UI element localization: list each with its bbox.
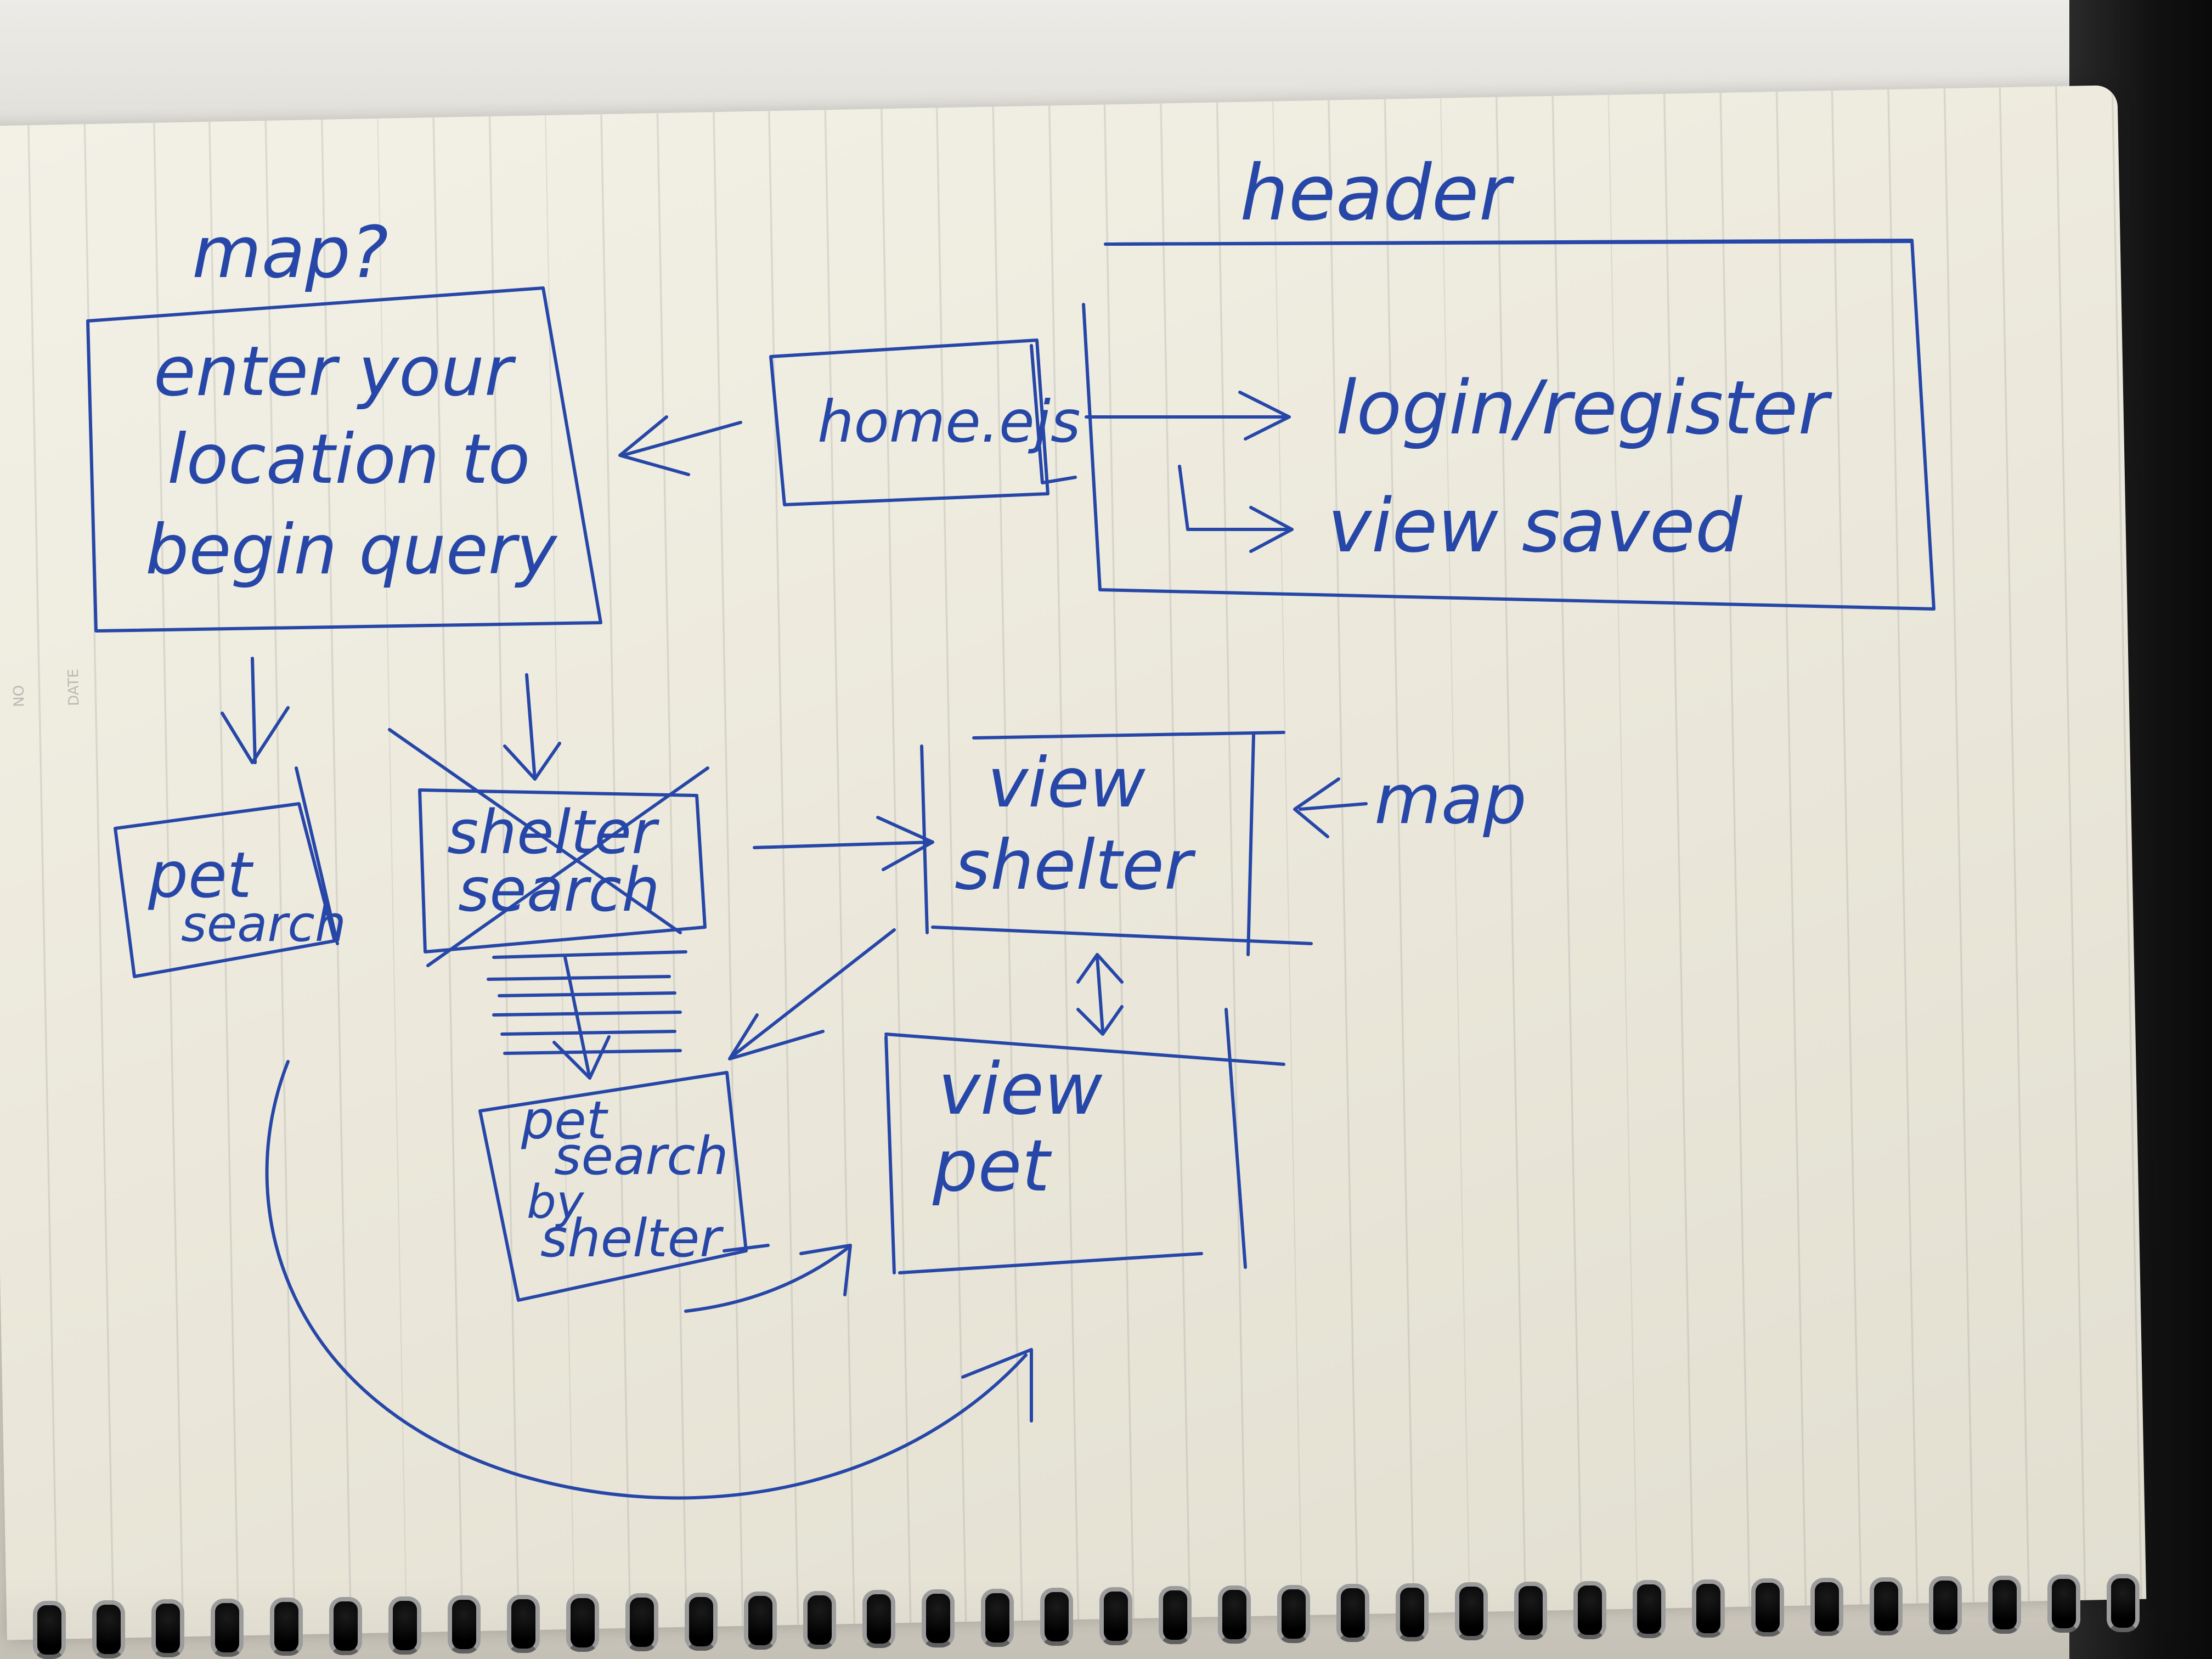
location-line-3: begin query (145, 510, 558, 590)
view-pet-line-2: pet (932, 1124, 1052, 1207)
home-ejs-box (769, 338, 1077, 506)
binding-coil (1159, 1586, 1192, 1645)
view-pet-line-1: view (938, 1047, 1103, 1131)
handwritten-labels: header map? enter your location to begin… (145, 149, 1832, 1269)
binding-coil (1692, 1579, 1725, 1638)
arrow-map-to-view-shelter (1293, 777, 1368, 838)
binding-coil (388, 1596, 421, 1655)
binding-coil (803, 1590, 836, 1649)
arrow-location-to-pet-search (221, 657, 290, 764)
arrow-home-to-location (618, 415, 742, 476)
binding-coil (1040, 1588, 1073, 1646)
binding-coil (744, 1592, 777, 1650)
shelter-search-box-crossed (388, 728, 709, 967)
arrow-location-to-shelter-search (503, 673, 561, 781)
pet-by-shelter-line-2: search (554, 1126, 729, 1187)
shelter-search-line-2: search (458, 855, 660, 925)
view-saved-label: view saved (1328, 483, 1743, 569)
pet-by-shelter-line-4: shelter (540, 1209, 724, 1269)
binding-coil (862, 1590, 895, 1649)
binding-coil (1810, 1578, 1843, 1636)
pet-by-shelter-line-3: by (527, 1175, 585, 1229)
binding-coil (1870, 1577, 1903, 1635)
binding-coil (448, 1595, 481, 1654)
location-line-1: enter your (154, 332, 516, 411)
arrow-home-to-login (1085, 391, 1291, 441)
view-pet-box (884, 1008, 1285, 1274)
binding-coil (1099, 1587, 1132, 1645)
arrow-shelter-pet-bidirectional (1076, 953, 1124, 1036)
binding-coil (1277, 1584, 1310, 1643)
pet-search-line-2: search (181, 895, 346, 953)
arrow-pet-search-to-view-pet (265, 1060, 1033, 1500)
shelter-search-line-1: shelter (447, 797, 659, 867)
view-shelter-line-2: shelter (955, 826, 1196, 905)
view-shelter-line-1: view (988, 743, 1146, 823)
binding-coil (2047, 1575, 2080, 1633)
arrow-home-to-view-saved (1178, 465, 1294, 553)
map-question-label: map? (192, 211, 388, 294)
pet-by-shelter-line-1: pet (521, 1091, 609, 1151)
arrow-pet-by-shelter-to-view-pet (684, 1244, 852, 1313)
spiral-binding (0, 1574, 2212, 1659)
binding-coil (981, 1588, 1014, 1647)
view-shelter-box (920, 731, 1313, 956)
binding-coil (1455, 1582, 1488, 1641)
home-ejs-label: home.ejs (817, 388, 1081, 455)
binding-coil (1751, 1578, 1784, 1637)
binding-coil (566, 1594, 599, 1652)
binding-coil (211, 1598, 244, 1657)
scribble-crossed-arrow (487, 950, 687, 1080)
login-register-label: login/register (1336, 365, 1832, 451)
binding-coil (1929, 1576, 1962, 1635)
binding-coil (625, 1593, 658, 1651)
binding-coil (922, 1589, 955, 1647)
binding-coil (92, 1600, 125, 1658)
header-title: header (1240, 149, 1515, 238)
binding-coil (1514, 1582, 1547, 1640)
binding-coil (1218, 1585, 1251, 1644)
location-query-box (86, 286, 602, 633)
binding-coil (1988, 1575, 2021, 1634)
binding-coil (270, 1598, 303, 1656)
pet-search-by-shelter-box (478, 1071, 770, 1302)
binding-coil (329, 1597, 362, 1655)
binding-coil (2107, 1574, 2140, 1632)
binding-coil (151, 1599, 184, 1658)
binding-coil (507, 1594, 540, 1653)
pet-search-box (114, 766, 339, 978)
arrow-shelter-search-to-view-shelter (753, 816, 934, 871)
binding-coil (1396, 1583, 1429, 1641)
arrow-view-shelter-to-pet-by-shelter (728, 928, 896, 1060)
binding-coil (33, 1601, 66, 1659)
binding-coil (685, 1592, 718, 1651)
map-side-label: map (1374, 760, 1527, 839)
binding-coil (1336, 1584, 1369, 1643)
location-line-2: location to (167, 420, 530, 499)
binding-coil (1573, 1581, 1606, 1639)
header-underline (1104, 240, 1914, 246)
binding-coil (1633, 1580, 1666, 1639)
pet-search-line-1: pet (148, 839, 254, 912)
